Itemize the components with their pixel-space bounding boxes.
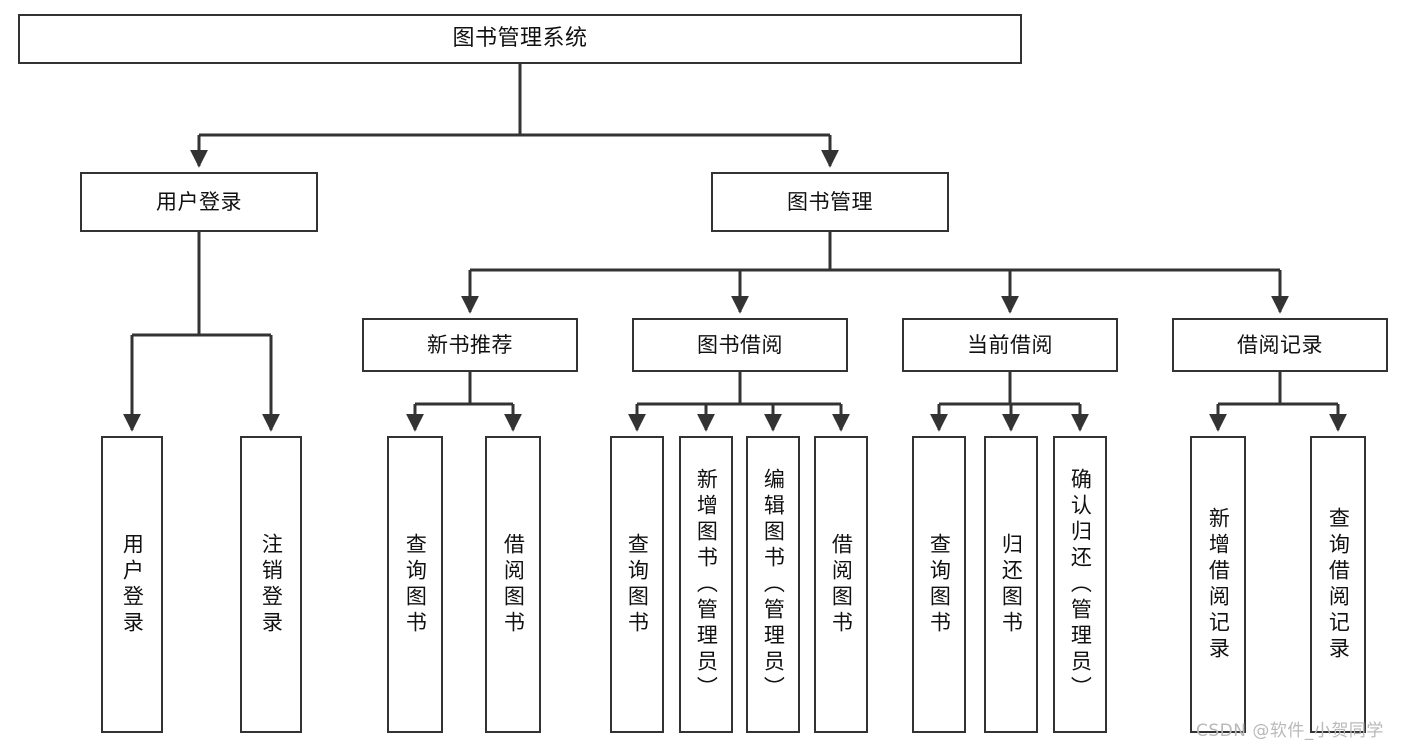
leaf-borrow-book[interactable]: 借阅图书 bbox=[814, 436, 868, 733]
node-root-system[interactable]: 图书管理系统 bbox=[18, 14, 1022, 64]
leaf-query-book-recommend[interactable]: 查询图书 bbox=[387, 436, 443, 733]
node-user-login[interactable]: 用户登录 bbox=[80, 172, 318, 232]
leaf-borrow-book-recommend[interactable]: 借阅图书 bbox=[485, 436, 541, 733]
leaf-add-borrow-record[interactable]: 新增借阅记录 bbox=[1190, 436, 1246, 733]
leaf-add-book-admin[interactable]: 新增图书（管理员） bbox=[679, 436, 733, 733]
node-borrow-record[interactable]: 借阅记录 bbox=[1172, 318, 1388, 372]
leaf-confirm-return-admin[interactable]: 确认归还（管理员） bbox=[1053, 436, 1107, 733]
node-new-book-recommend[interactable]: 新书推荐 bbox=[362, 318, 578, 372]
csdn-watermark: CSDN @软件_小贺同学 bbox=[1196, 721, 1384, 741]
node-book-borrow[interactable]: 图书借阅 bbox=[632, 318, 848, 372]
leaf-query-book-borrow[interactable]: 查询图书 bbox=[610, 436, 664, 733]
node-book-manage[interactable]: 图书管理 bbox=[711, 172, 949, 232]
leaf-query-book-current[interactable]: 查询图书 bbox=[912, 436, 966, 733]
leaf-return-book[interactable]: 归还图书 bbox=[984, 436, 1038, 733]
leaf-query-borrow-record[interactable]: 查询借阅记录 bbox=[1310, 436, 1366, 733]
node-current-borrow[interactable]: 当前借阅 bbox=[902, 318, 1118, 372]
leaf-edit-book-admin[interactable]: 编辑图书（管理员） bbox=[746, 436, 800, 733]
leaf-user-login[interactable]: 用户登录 bbox=[101, 436, 163, 733]
leaf-user-logout[interactable]: 注销登录 bbox=[240, 436, 302, 733]
